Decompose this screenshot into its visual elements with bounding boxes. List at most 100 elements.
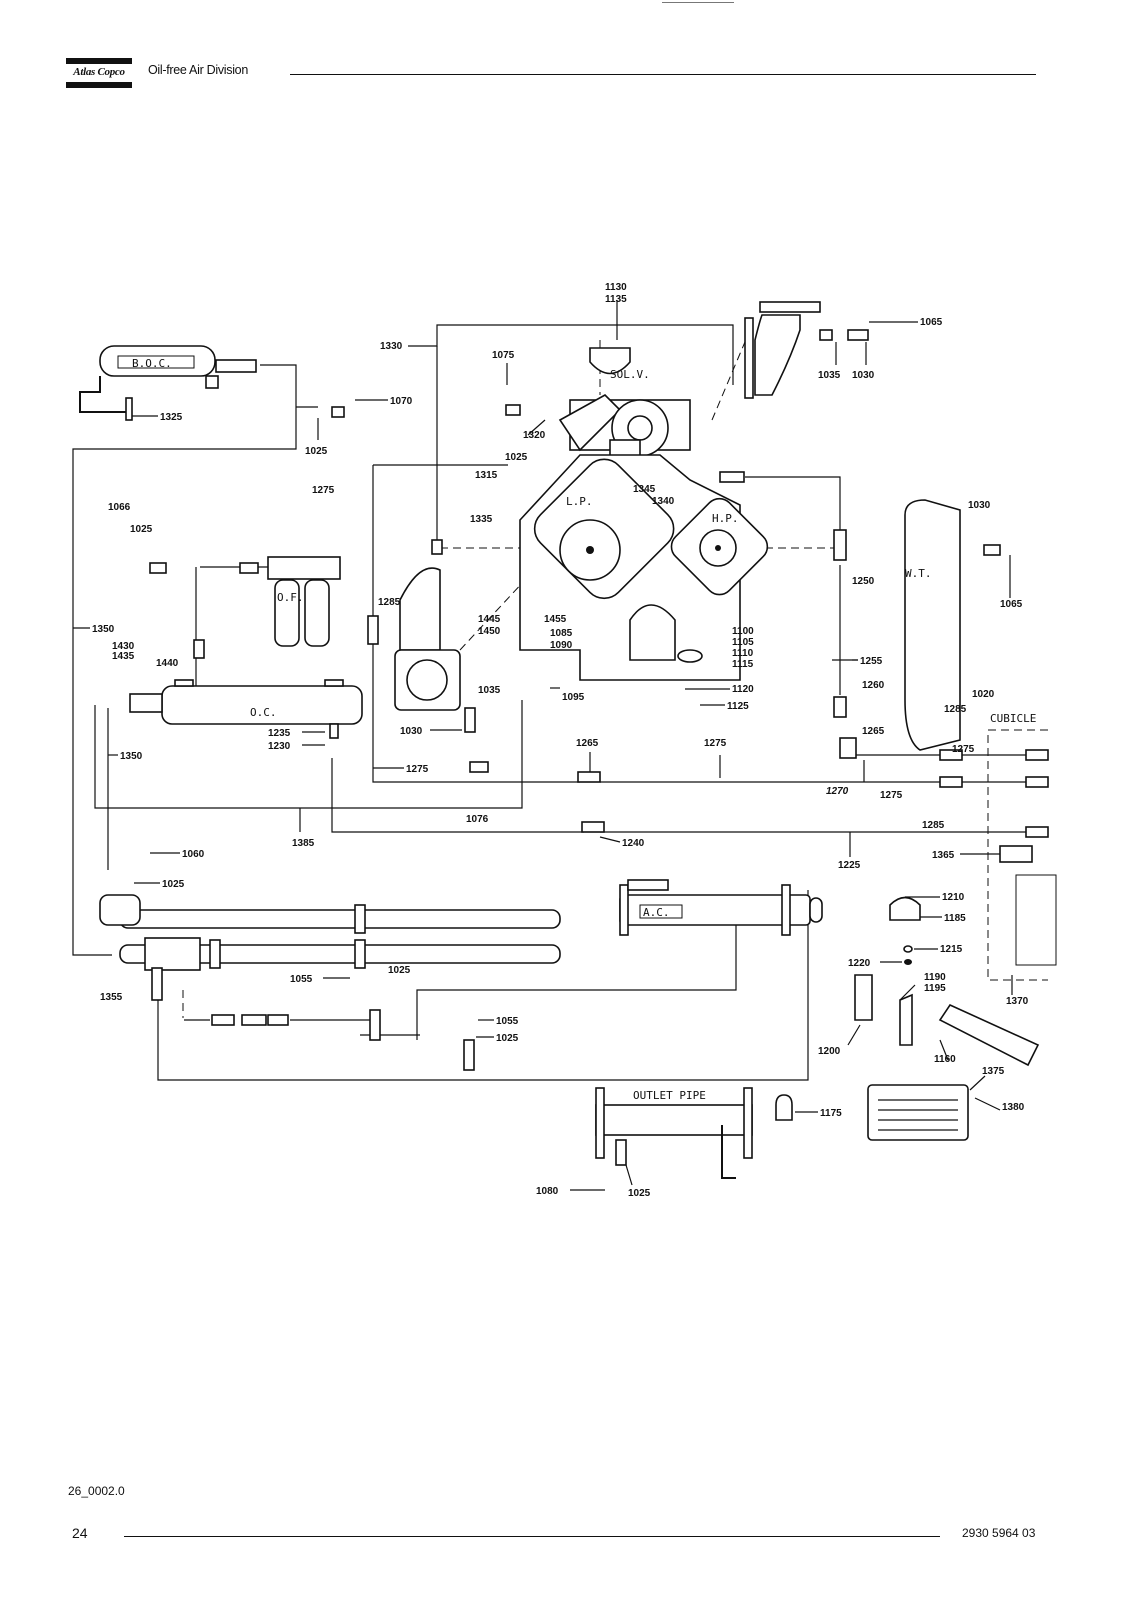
part-1175: 1175 (820, 1108, 842, 1119)
part-1275-d: 1275 (952, 744, 975, 755)
part-1025-head: 1025 (505, 452, 528, 463)
part-1350-a: 1350 (92, 624, 115, 635)
document-number: 2930 5964 03 (962, 1526, 1036, 1540)
outlet-elbow (744, 301, 821, 399)
leader-lines (73, 300, 1013, 1191)
part-1110: 1110 (732, 648, 754, 659)
part-1025-drain: 1025 (496, 1033, 519, 1044)
top-mark (662, 2, 734, 3)
part-1445: 1445 (478, 614, 501, 625)
part-labels: 1130 1135 1065 1035 1030 1330 1075 1070 … (92, 282, 1029, 1199)
part-1160: 1160 (934, 1054, 956, 1065)
part-1285-a: 1285 (378, 597, 401, 608)
cubicle-label: CUBICLE (990, 712, 1036, 725)
part-1055-a: 1055 (290, 974, 313, 985)
of-label: O.F. (277, 591, 304, 604)
brand-logo: Atlas Copco (66, 58, 132, 88)
intake-flange (394, 567, 461, 711)
part-1225: 1225 (838, 860, 861, 871)
part-1080: 1080 (536, 1186, 559, 1197)
part-1455: 1455 (544, 614, 567, 625)
part-1055-b: 1055 (496, 1016, 519, 1027)
part-1240: 1240 (622, 838, 645, 849)
part-1030-right: 1030 (968, 500, 991, 511)
part-1065-right: 1065 (1000, 599, 1023, 610)
part-1025-valve: 1025 (388, 965, 411, 976)
part-1340: 1340 (652, 496, 675, 507)
part-1330: 1330 (380, 341, 403, 352)
part-1125: 1125 (727, 701, 749, 712)
oc-label: O.C. (250, 706, 277, 719)
part-1365: 1365 (932, 850, 955, 861)
part-1195: 1195 (924, 983, 946, 994)
ac-label: A.C. (643, 906, 670, 919)
outlet-pipe-label: OUTLET PIPE (633, 1089, 706, 1102)
page-header: Atlas Copco Oil-free Air Division (0, 0, 1128, 100)
part-1065-top: 1065 (920, 317, 943, 328)
footer-rule (124, 1536, 940, 1537)
part-1035-top: 1035 (818, 370, 841, 381)
part-1230: 1230 (268, 741, 291, 752)
part-1070: 1070 (390, 396, 413, 407)
part-1385: 1385 (292, 838, 315, 849)
part-1095: 1095 (562, 692, 585, 703)
part-1100: 1100 (732, 626, 754, 637)
part-1275-e: 1275 (880, 790, 903, 801)
solenoid-valve: SOL.V. (589, 347, 650, 381)
fittings (149, 329, 1049, 1071)
part-1275-c: 1275 (406, 764, 429, 775)
compressor-body: L.P. H.P. (519, 454, 769, 681)
cylinder-head (558, 394, 691, 457)
page-number: 24 (72, 1525, 88, 1541)
part-1090: 1090 (550, 640, 573, 651)
part-1260: 1260 (862, 680, 885, 691)
part-1120: 1120 (732, 684, 754, 695)
part-1210: 1210 (942, 892, 965, 903)
part-1430: 1430 (112, 641, 135, 652)
part-1030-mid: 1030 (400, 726, 423, 737)
part-1105: 1105 (732, 637, 754, 648)
solv-label: SOL.V. (610, 368, 650, 381)
piping-lines (72, 324, 1048, 1081)
part-1275-a: 1275 (312, 485, 335, 496)
part-1265-b: 1265 (576, 738, 599, 749)
part-1265-a: 1265 (862, 726, 885, 737)
part-1435: 1435 (112, 651, 135, 662)
part-1235: 1235 (268, 728, 291, 739)
part-1355: 1355 (100, 992, 123, 1003)
part-1135: 1135 (605, 294, 627, 305)
part-1025-outlet: 1025 (628, 1188, 651, 1199)
part-1380: 1380 (1002, 1102, 1025, 1113)
part-1066: 1066 (108, 502, 131, 513)
part-1220: 1220 (848, 958, 871, 969)
part-1255: 1255 (860, 656, 883, 667)
part-1130: 1130 (605, 282, 627, 293)
part-1285-c: 1285 (922, 820, 945, 831)
part-1025-pipe: 1025 (162, 879, 185, 890)
lp-label: L.P. (566, 495, 593, 508)
part-1215: 1215 (940, 944, 963, 955)
logo-bar-bottom (66, 82, 132, 88)
cubicle: CUBICLE (987, 712, 1057, 981)
part-1085: 1085 (550, 628, 573, 639)
water-tank: W.T. (904, 499, 961, 751)
part-1335: 1335 (470, 514, 493, 525)
part-1370: 1370 (1006, 996, 1029, 1007)
part-1275-b: 1275 (704, 738, 727, 749)
part-1020: 1020 (972, 689, 995, 700)
hp-label: H.P. (712, 512, 739, 525)
part-1345: 1345 (633, 484, 656, 495)
part-1250: 1250 (852, 576, 875, 587)
aftercooler: A.C. (619, 879, 823, 936)
oil-cooler: O.C. (129, 679, 363, 739)
mounting-parts (775, 896, 1040, 1141)
part-1270: 1270 (826, 786, 849, 797)
wt-label: W.T. (905, 567, 932, 580)
part-1115: 1115 (732, 659, 754, 670)
part-1320: 1320 (523, 430, 546, 441)
part-1025-left: 1025 (130, 524, 153, 535)
division-name: Oil-free Air Division (148, 63, 248, 77)
part-1285-b: 1285 (944, 704, 967, 715)
logo-wordmark: Atlas Copco (73, 66, 125, 78)
